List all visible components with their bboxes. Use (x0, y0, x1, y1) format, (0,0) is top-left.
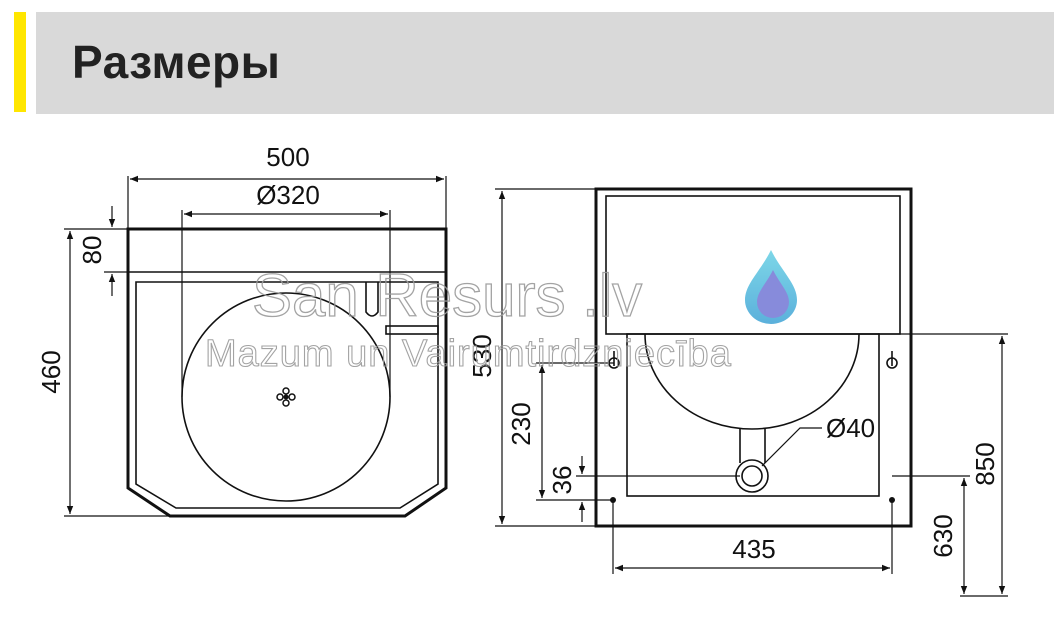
overflow-channel (385, 325, 439, 335)
dim-drain-offset: 36 (547, 466, 577, 495)
front-lower-panel (626, 333, 880, 497)
front-outline (594, 187, 913, 528)
dim-depth: 460 (36, 350, 66, 393)
page-title: Размеры (72, 36, 281, 88)
watermark: San Resurs .lv Mazum un Vairumtirdzniecī… (204, 250, 797, 376)
bowl-profile (644, 333, 860, 430)
dim-total-height: 850 (970, 442, 1000, 485)
dim-mount-width: 435 (732, 534, 775, 564)
header-bar (36, 12, 1054, 114)
dim-front-height: 530 (467, 334, 497, 377)
hook-right-icon (886, 351, 898, 369)
front-view: 530 230 36 Ø40 435 850 630 (467, 187, 1008, 597)
header-accent (14, 12, 26, 112)
watermark-brand: San Resurs .lv (252, 262, 642, 329)
basin-inner (135, 281, 439, 509)
drain-pipe (739, 428, 766, 463)
dim-bowl-diameter: Ø320 (256, 180, 320, 210)
top-view: 500 Ø320 80 460 (36, 142, 448, 518)
drain-icon (276, 387, 296, 407)
overflow-slot (365, 282, 379, 317)
watermark-tagline: Mazum un Vairumtirdzniecība (205, 333, 732, 375)
dim-drain-diameter: Ø40 (826, 413, 875, 443)
dim-width-500: 500 (266, 142, 309, 172)
dim-hook-drop: 230 (506, 402, 536, 445)
basin-rim (128, 228, 447, 273)
water-drop-icon (745, 250, 797, 324)
dim-rim-height: 80 (77, 236, 107, 265)
dim-mount-height: 630 (928, 514, 958, 557)
